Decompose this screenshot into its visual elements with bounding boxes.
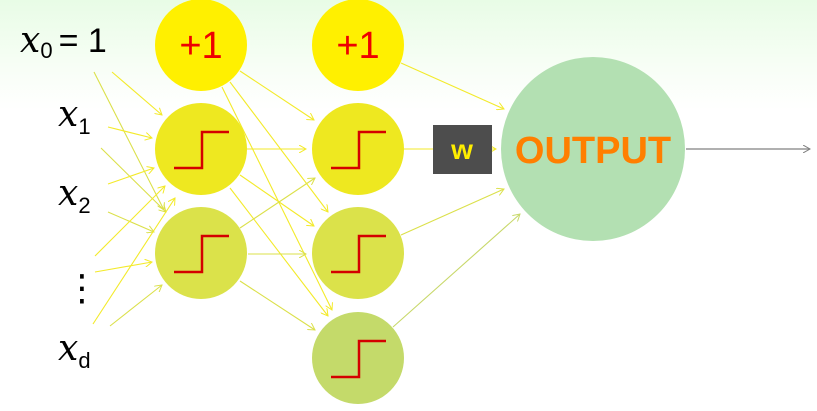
step-function-icon [174, 130, 229, 170]
edge [239, 280, 315, 330]
edge [100, 147, 166, 212]
hidden-edges [221, 70, 332, 330]
input-labels: x0= 1 x1 x2 ⋮ xd [20, 20, 107, 373]
step-function-icon [331, 339, 386, 379]
hidden-layer-2: +1 [312, 0, 404, 404]
edge [93, 71, 164, 210]
edge [400, 189, 504, 236]
step-function-icon [331, 234, 386, 274]
input-dots: ⋮ [64, 268, 100, 309]
edge [111, 71, 162, 115]
edge [107, 126, 152, 138]
step-function-icon [174, 234, 229, 274]
edge [94, 186, 165, 257]
bias-node [312, 0, 404, 91]
edge [229, 187, 328, 316]
edge [107, 211, 154, 232]
edge [400, 62, 504, 109]
bias-label: +1 [336, 25, 379, 67]
edge [221, 86, 332, 310]
edge [94, 262, 152, 273]
weight-box [433, 125, 492, 174]
output-label: OUTPUT [515, 130, 671, 172]
edge [92, 198, 175, 325]
output-node [501, 57, 685, 241]
input-edges [92, 71, 175, 327]
weight-label: w [450, 134, 473, 165]
edge [229, 81, 328, 212]
hidden-layer-1: +1 [155, 0, 247, 299]
step-function-icon [331, 130, 386, 170]
bias-label: +1 [179, 25, 222, 67]
edge [392, 214, 520, 328]
edge [239, 70, 314, 120]
input-x2-label: x2 [58, 173, 91, 218]
edge [239, 174, 314, 226]
input-x1-label: x1 [58, 94, 91, 139]
edge [109, 285, 162, 327]
input-x0-label: x0= 1 [20, 20, 107, 63]
input-xd-label: xd [58, 328, 91, 373]
edge [107, 168, 154, 185]
edge [239, 178, 315, 229]
bias-node [155, 0, 247, 91]
